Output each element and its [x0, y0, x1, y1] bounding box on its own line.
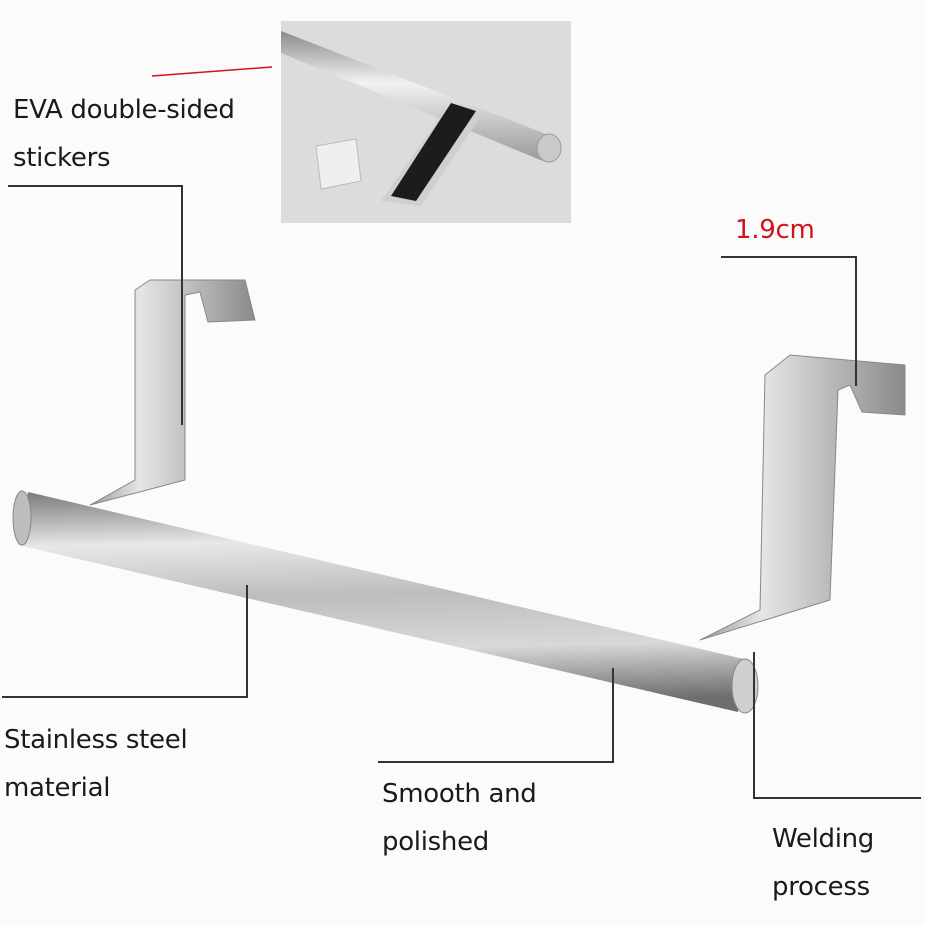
welding-label: Welding process: [772, 815, 874, 911]
smooth-leader-h: [378, 761, 614, 763]
welding-leader-h: [753, 797, 921, 799]
smooth-label: Smooth and polished: [382, 770, 537, 866]
eva-leader-v: [181, 185, 183, 425]
material-label-line1: Stainless steel: [4, 725, 188, 755]
eva-label-line2: stickers: [13, 143, 111, 173]
eva-sticker-label: EVA double-sided stickers: [13, 86, 235, 182]
welding-leader-v: [753, 652, 755, 798]
smooth-leader-v: [612, 668, 614, 762]
size-leader-v: [855, 256, 857, 386]
smooth-label-line2: polished: [382, 827, 489, 857]
smooth-label-line1: Smooth and: [382, 779, 537, 809]
size-leader-h: [721, 256, 856, 258]
material-label: Stainless steel material: [4, 716, 188, 812]
sticker-detail-inset: [281, 21, 571, 223]
eva-leader-h: [8, 185, 182, 187]
material-label-line2: material: [4, 773, 111, 803]
material-leader-h: [2, 696, 248, 698]
welding-label-line1: Welding: [772, 824, 875, 854]
sticker-detail-illustration: [281, 31, 562, 206]
eva-label-line1: EVA double-sided: [13, 95, 235, 125]
welding-label-line2: process: [772, 872, 870, 902]
material-leader-v: [246, 585, 248, 697]
size-label: 1.9cm: [735, 215, 815, 245]
